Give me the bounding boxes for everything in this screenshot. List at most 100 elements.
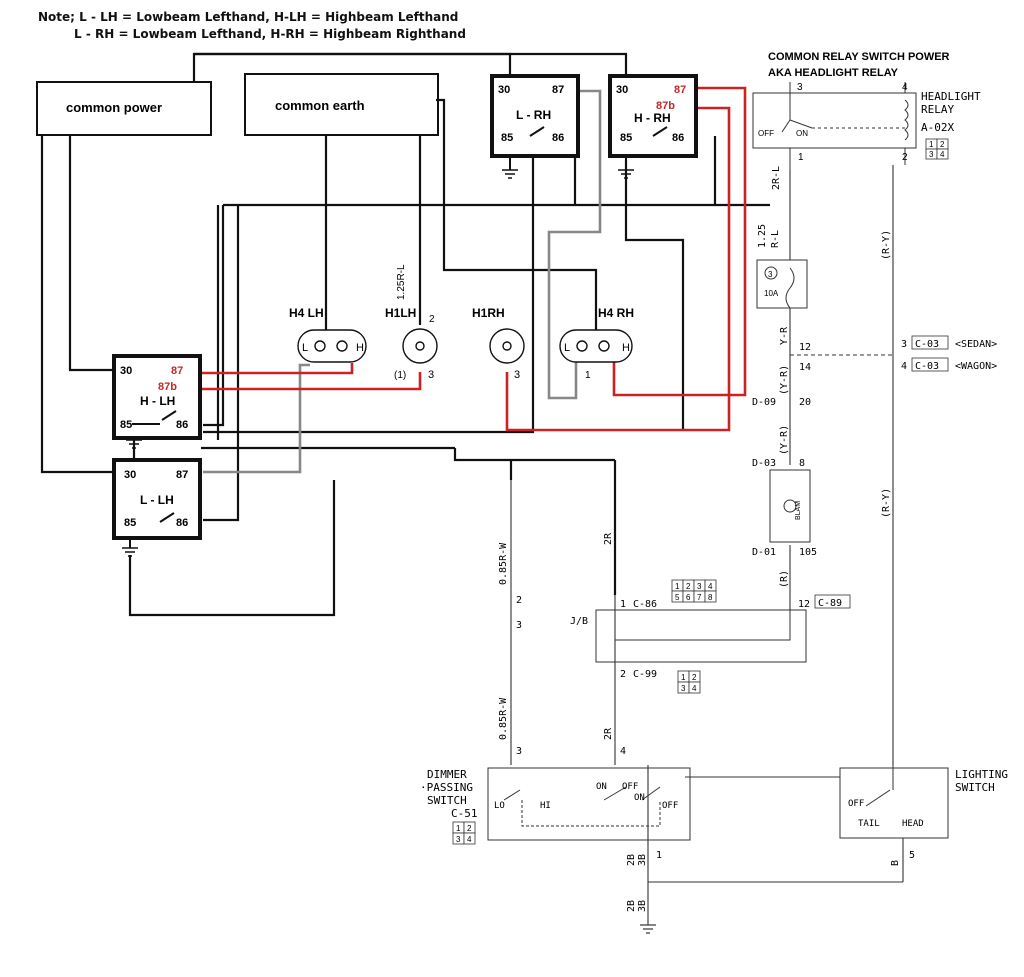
relay-h-rh-t86: 86 <box>672 132 684 144</box>
wire-y-r-2: (Y-R) <box>779 365 790 395</box>
conn-c86: C-86 <box>633 599 657 610</box>
headlight-relay-name-2: RELAY <box>921 103 954 116</box>
fuse-rating: 10A <box>764 289 779 298</box>
relay-h-lh-t30: 30 <box>120 365 132 377</box>
wire-2r-1: 2R <box>603 532 614 545</box>
grey-wires <box>203 89 602 474</box>
headlight-relay-name-1: HEADLIGHT <box>921 90 981 103</box>
wire-2b-2: 2B <box>626 900 637 912</box>
bulb-h4rh-icon <box>559 329 633 363</box>
relay-h-lh-name: H - LH <box>140 394 175 408</box>
wire-r: (R) <box>779 570 790 588</box>
lighting-switch-box <box>839 765 949 839</box>
conn-c03-sedan-pin: 3 <box>901 339 907 350</box>
wire-3b-2: 3B <box>637 900 648 912</box>
headlight-relay-code: A-02X <box>921 121 954 134</box>
relay-h-rh <box>608 74 698 179</box>
relay-l-lh-t86: 86 <box>176 517 188 529</box>
conn-rw-pin3: 3 <box>516 620 522 631</box>
conn-c03-wagon: C-03 <box>915 361 939 372</box>
conn-splice-14: 14 <box>799 362 811 373</box>
common-earth-box <box>244 73 439 136</box>
relay-l-rh-name: L - RH <box>516 108 551 122</box>
common-earth-label: common earth <box>275 98 365 113</box>
bulb-h1lh-pin1: (1) <box>394 370 406 381</box>
conn-sw-pin4: 4 <box>620 746 626 757</box>
note-line-2: L - RH = Lowbeam Lefthand, H-RH = Highbe… <box>74 27 466 41</box>
note-line-1: Note; L - LH = Lowbeam Lefthand, H-LH = … <box>38 10 459 24</box>
lighting-switch-head: HEAD <box>902 819 924 829</box>
conn-sw-pin1: 1 <box>656 850 662 861</box>
schematic-wires <box>510 165 904 925</box>
c86-grid-6: 6 <box>686 593 691 602</box>
red-wires <box>184 86 747 432</box>
lighting-switch-title-2: SWITCH <box>955 781 995 794</box>
wire-r-y-1: (R-Y) <box>881 230 892 260</box>
conn-splice-12: 12 <box>799 342 811 353</box>
wire-2b-1: 2B <box>626 854 637 866</box>
relay-l-rh-t30: 30 <box>498 84 510 96</box>
dimmer-grid-1: 1 <box>456 824 461 833</box>
relay-h-lh-t87: 87 <box>171 365 183 377</box>
bulb-h4lh-low: L <box>302 342 308 354</box>
dimmer-grid-3: 3 <box>456 835 461 844</box>
fuse-icon <box>756 259 808 309</box>
conn-jb: J/B <box>570 616 588 627</box>
conn-rw-pin2: 2 <box>516 595 522 606</box>
dimmer-title-2: ·PASSING <box>420 781 473 794</box>
lighting-switch-tail: TAIL <box>858 819 880 829</box>
wire-r-y-2: (R-Y) <box>881 488 892 518</box>
bulb-h4rh-pin1: 1 <box>585 370 591 381</box>
relay-h-lh-t86: 86 <box>176 419 188 431</box>
bulb-h4rh-low: L <box>564 342 570 354</box>
relay-l-lh-t85: 85 <box>124 517 136 529</box>
wire-1-25r-l-lh: 1.25R-L <box>396 264 407 300</box>
c99-grid-4: 4 <box>692 684 697 693</box>
black-wires <box>40 52 770 617</box>
headlight-relay-off: OFF <box>758 129 774 138</box>
junction-block <box>595 609 807 663</box>
dimmer-switch-box <box>487 767 691 841</box>
bulb-h4rh-label: H4 RH <box>598 306 634 320</box>
conn-sedan: <SEDAN> <box>955 339 997 350</box>
c99-grid-3: 3 <box>681 684 686 693</box>
chassis-ground-icon <box>640 924 656 934</box>
bulb-h4lh-high: H <box>356 342 364 354</box>
wire-0-85r-w-2: 0.85R-W <box>498 697 509 740</box>
dimmer-off-1: OFF <box>622 782 638 792</box>
conn-d03-pin: 8 <box>799 458 805 469</box>
conn-c89-box <box>814 594 851 609</box>
relay-l-lh <box>112 458 202 557</box>
dimmer-hi: HI <box>540 801 551 811</box>
headlight-relay-on: ON <box>796 129 808 138</box>
headlight-relay-pin2: 2 <box>902 152 908 163</box>
conn-ls-pin5: 5 <box>909 850 915 861</box>
common-power-label: common power <box>66 100 162 115</box>
headlight-relay-caption-1: COMMON RELAY SWITCH POWER <box>768 51 950 63</box>
conn-c99-pin: 2 <box>620 669 626 680</box>
relay-h-rh-t87b: 87b <box>656 100 675 112</box>
dimmer-title-3: SWITCH <box>427 794 467 807</box>
bulb-h1rh-label: H1RH <box>472 306 505 320</box>
conn-c99: C-99 <box>633 669 657 680</box>
conn-d01: D-01 <box>752 547 776 558</box>
lighting-switch-off: OFF <box>848 799 864 809</box>
c86-grid-5: 5 <box>675 593 680 602</box>
headlight-relay-caption-2: AKA HEADLIGHT RELAY <box>768 67 899 79</box>
relay-l-lh-t87: 87 <box>176 469 188 481</box>
wire-y-r-3: (Y-R) <box>779 425 790 455</box>
wire-1-25-a: 1.25 <box>757 224 768 248</box>
relay-h-lh-t85: 85 <box>120 419 132 431</box>
headlight-relay-box <box>752 82 917 170</box>
dimmer-grid-2: 2 <box>467 824 472 833</box>
relay-h-rh-name: H - RH <box>634 111 671 125</box>
bulb-h1lh-icon <box>402 328 438 364</box>
relay-l-lh-t30: 30 <box>124 469 136 481</box>
wire-1-25-b: R-L <box>770 230 781 248</box>
headlight-relay-connector-grid <box>925 138 949 160</box>
dimmer-off-2: OFF <box>662 801 678 811</box>
c86-grid-4: 4 <box>708 582 713 591</box>
relay-l-lh-name: L - LH <box>140 493 174 507</box>
dimmer-on-1: ON <box>596 782 607 792</box>
